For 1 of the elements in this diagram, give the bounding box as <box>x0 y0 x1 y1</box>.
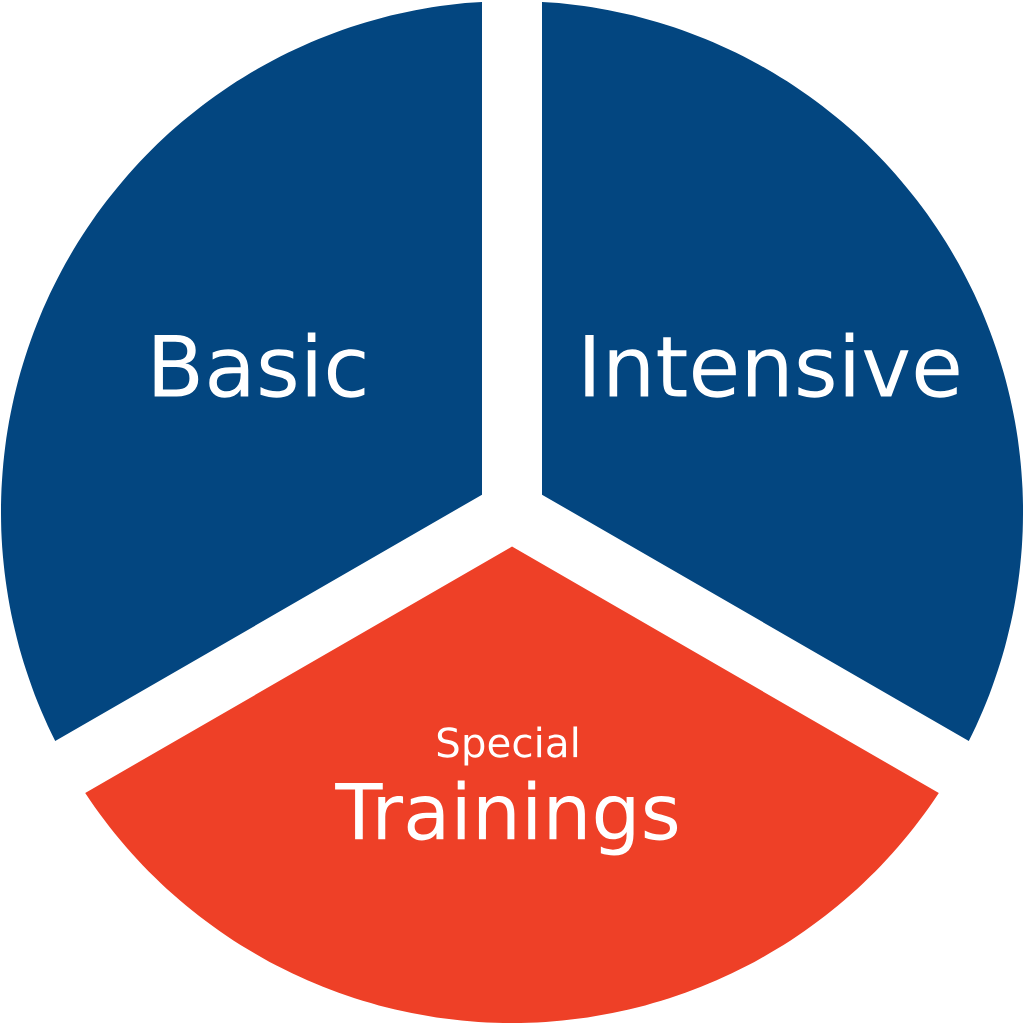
pie-sector: Special Trainings <box>85 546 939 1023</box>
